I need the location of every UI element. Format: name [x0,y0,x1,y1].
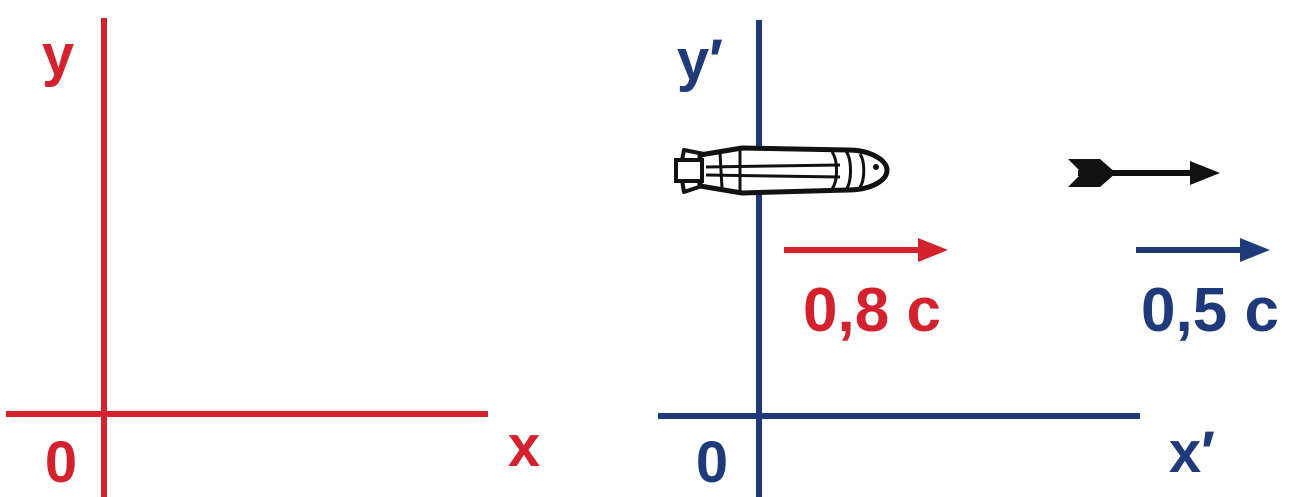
frame-velocity-label: 0,8 c [803,276,941,345]
frame-velocity-arrow [784,238,948,262]
frame-s-x-label: x [508,414,540,479]
projectile-velocity-arrow [1136,238,1270,262]
frame-s-origin-label: 0 [45,430,77,495]
frame-s-prime-origin-label: 0 [696,430,728,495]
frame-s-prime-x-label: x′ [1169,420,1215,485]
frame-s: y x 0 [6,18,540,497]
frame-s-y-label: y [42,23,74,88]
projectile-velocity-label: 0,5 c [1141,276,1279,345]
frame-s-prime-y-label: y′ [677,28,723,93]
rocket-icon [674,145,890,196]
projectile-arrow-icon [1068,159,1220,187]
frame-s-prime: y′ x′ 0 [658,20,1215,497]
